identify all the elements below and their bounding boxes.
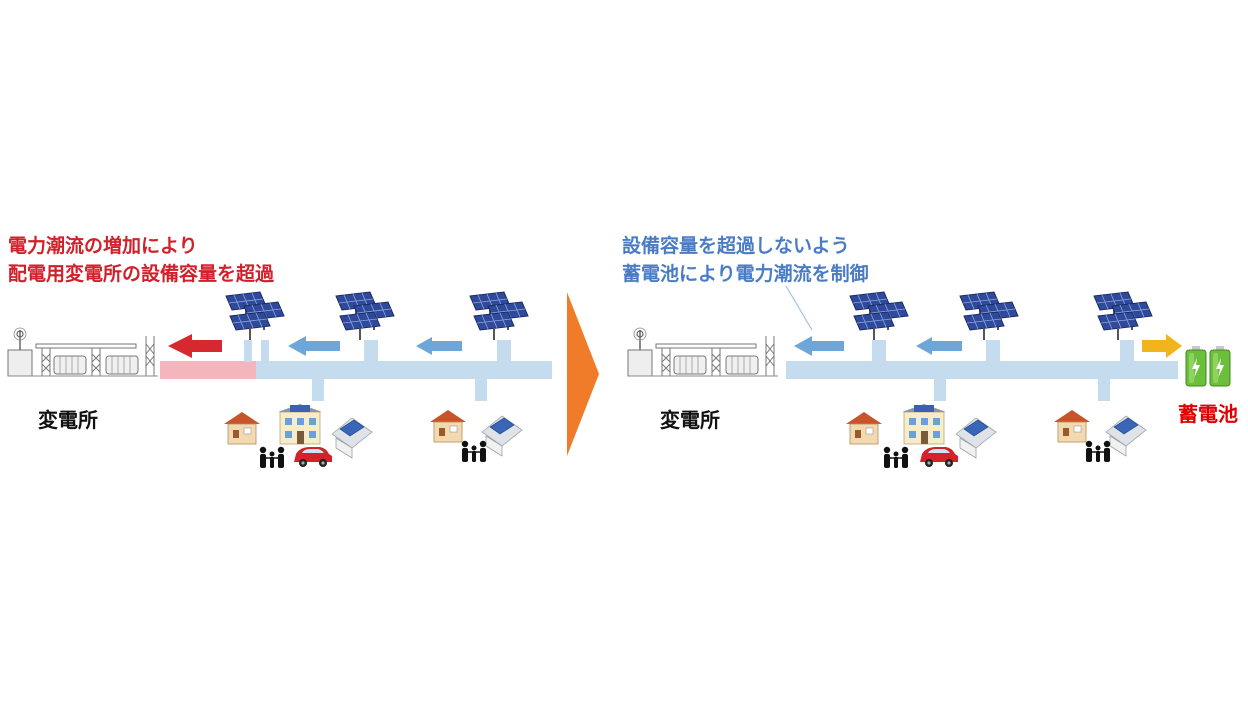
family-icon: [461, 440, 487, 463]
house-icon: [429, 409, 467, 443]
flow-arrow-icon: [416, 337, 462, 355]
solar-house-icon: [331, 417, 373, 459]
charge-arrow-icon: [1142, 334, 1182, 358]
caption-line: 蓄電池により電力潮流を制御: [622, 263, 869, 285]
flow-arrow-icon: [794, 336, 844, 356]
caption-line: 電力潮流の増加により: [8, 235, 198, 257]
distribution-diagram-before: [7, 0, 552, 469]
solar-house-icon: [481, 415, 523, 457]
transition-arrow-icon: [567, 292, 599, 456]
feeder-branch: [364, 340, 378, 362]
family-icon: [883, 446, 909, 469]
substation-icon: [7, 327, 159, 377]
apartment-icon: [901, 403, 947, 445]
solar-panel-icon: [226, 292, 284, 340]
caption-leader-line: [785, 285, 813, 331]
feeder-branch: [261, 340, 269, 362]
feeder-line: [786, 361, 1178, 379]
solar-panel-icon: [470, 292, 528, 340]
battery-icon: [1209, 345, 1231, 387]
feeder-branch: [312, 379, 324, 401]
battery-icon: [1185, 345, 1207, 387]
solar-house-icon: [1105, 415, 1147, 457]
car-icon: [920, 447, 958, 467]
feeder-branch: [986, 340, 1000, 362]
feeder-line: [256, 361, 552, 379]
feeder-branch: [872, 340, 886, 362]
battery-label: 蓄電池: [1178, 402, 1238, 426]
feeder-branch: [1120, 340, 1134, 362]
feeder-branch: [1098, 379, 1110, 401]
house-icon: [845, 411, 883, 445]
caption-line: 設備容量を超過しないよう: [622, 235, 850, 257]
flow-arrow-icon: [916, 337, 962, 355]
feeder-overload-segment: [160, 361, 256, 379]
feeder-branch: [497, 340, 511, 362]
house-icon: [223, 411, 261, 445]
family-icon: [1085, 440, 1111, 463]
control-caption: 設備容量を超過しないよう 蓄電池により電力潮流を制御: [622, 232, 869, 288]
scenario-after-panel: 設備容量を超過しないよう 蓄電池により電力潮流を制御 変電所 蓄電池: [610, 0, 1248, 702]
apartment-icon: [277, 403, 323, 445]
substation-label: 変電所: [38, 408, 98, 432]
scenario-before-panel: 電力潮流の増加により 配電用変電所の設備容量を超過 変電所: [0, 0, 565, 702]
feeder-branch: [934, 379, 946, 401]
overload-arrow-icon: [168, 334, 222, 358]
car-icon: [294, 447, 332, 467]
flow-arrow-icon: [288, 336, 340, 356]
overload-caption: 電力潮流の増加により 配電用変電所の設備容量を超過: [8, 232, 274, 288]
family-icon: [259, 446, 285, 469]
solar-panel-icon: [336, 292, 394, 340]
distribution-diagram-after: [627, 285, 1231, 469]
solar-panel-icon: [850, 292, 908, 340]
substation-label: 変電所: [660, 408, 720, 432]
solar-panel-icon: [960, 292, 1018, 340]
solar-panel-icon: [1094, 292, 1152, 340]
caption-line: 配電用変電所の設備容量を超過: [8, 263, 275, 285]
feeder-branch: [244, 340, 252, 362]
feeder-branch: [475, 379, 487, 401]
house-icon: [1053, 409, 1091, 443]
substation-icon: [627, 327, 779, 377]
solar-house-icon: [955, 417, 997, 459]
